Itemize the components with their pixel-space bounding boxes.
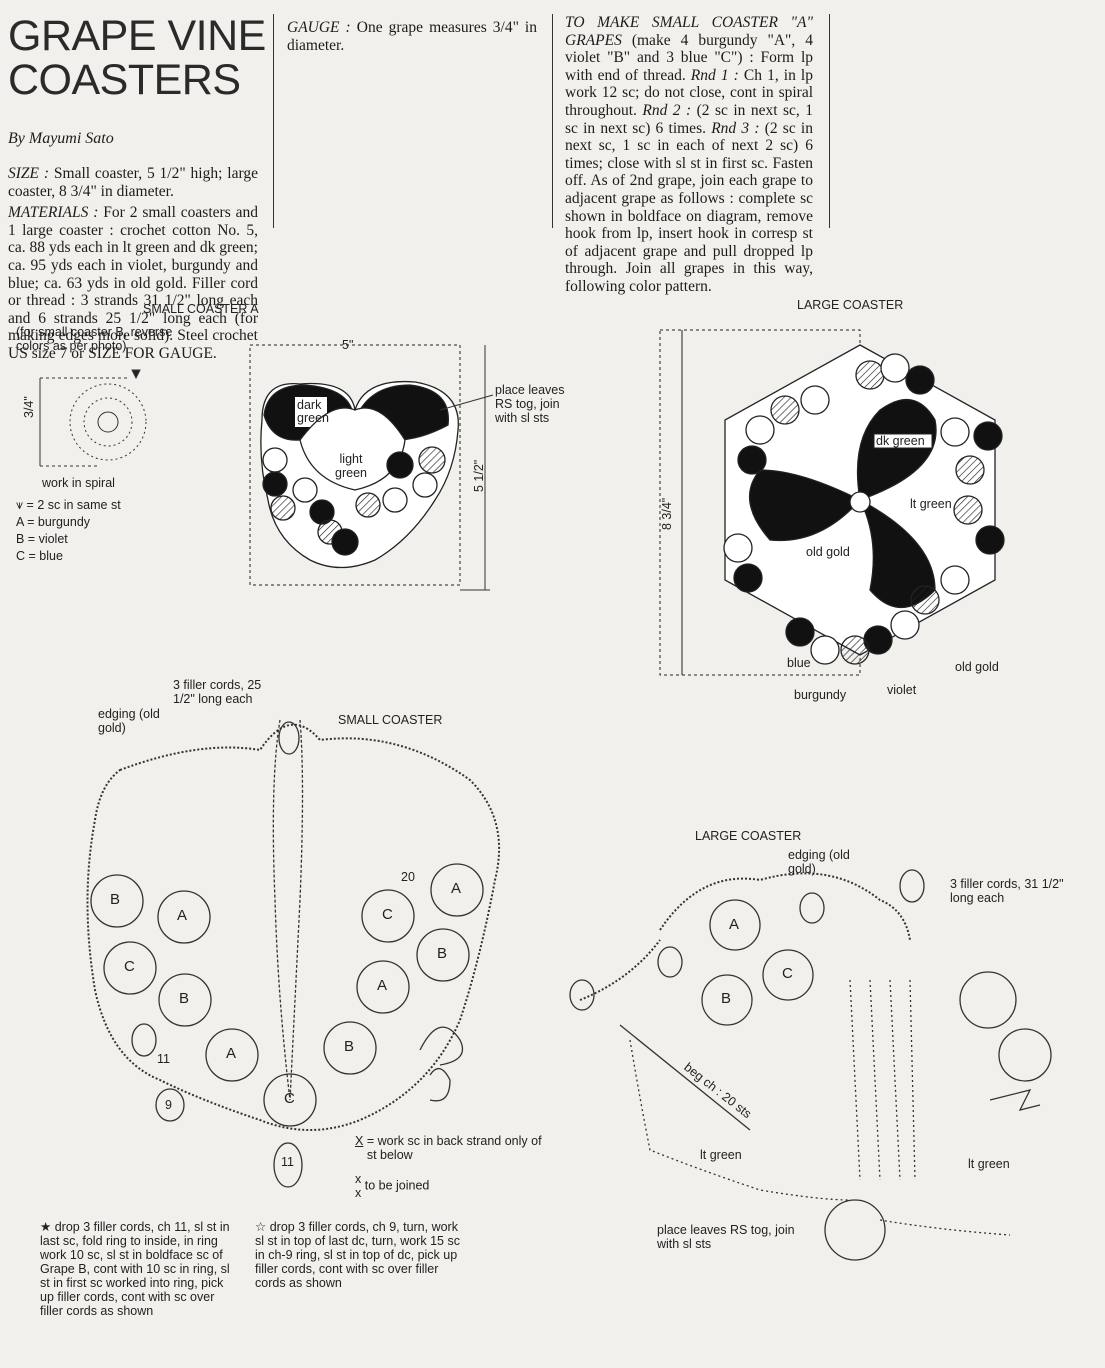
outline-star-icon: ☆	[255, 1220, 267, 1234]
place-leaves-label-a: place leaves RS tog, join with sl sts	[495, 383, 565, 425]
text-column-3: TO MAKE SMALL COASTER "A" GRAPES (make 4…	[565, 14, 813, 296]
large-coaster-chart-title: LARGE COASTER	[695, 829, 802, 843]
small-coaster-a-illustration	[249, 344, 461, 586]
back-strand-symbol-icon: X	[355, 1134, 364, 1148]
large-height-label: 8 3/4"	[660, 497, 674, 530]
rnd2-label: Rnd 2 :	[642, 101, 692, 119]
make-label: TO MAKE SMALL COASTER "A" GRAPES	[565, 14, 813, 49]
spiral-label: work in spiral	[42, 476, 115, 490]
filler-cords-label-large: 3 filler cords, 31 1/2" long each	[950, 877, 1064, 905]
column-divider	[273, 14, 274, 228]
gauge-text: One grape measures 3/4" in diameter.	[287, 19, 537, 54]
size-label: SIZE :	[8, 165, 50, 182]
grape-letter: A	[226, 1045, 237, 1062]
large-coaster-chart	[569, 869, 1052, 1261]
grape-letter: B	[437, 945, 448, 962]
coaster-b-note: (for small coaster B, reverse colors as …	[16, 325, 173, 353]
rnd2-text: (2 sc in next sc, 1 sc in next sc) 6 tim…	[565, 101, 813, 137]
column-divider	[829, 14, 830, 228]
small-coaster-chart	[86, 719, 501, 1188]
page-title: GRAPE VINE COASTERS	[8, 14, 268, 102]
lt-green-label-large-1: lt green	[700, 1148, 742, 1162]
filled-star-icon: ★	[40, 1220, 52, 1234]
text-column-2: GAUGE : One grape measures 3/4" in diame…	[287, 14, 537, 54]
grape-letter: B	[721, 990, 732, 1007]
filler-cords-label-small: 3 filler cords, 25 1/2" long each	[173, 678, 262, 706]
old-gold-label-2: old gold	[955, 660, 999, 674]
lt-green-label-large-2: lt green	[968, 1157, 1010, 1171]
outline-star-note: ☆ drop 3 filler cords, ch 9, turn, work …	[255, 1220, 460, 1290]
edging-label-large: edging (old gold)	[788, 848, 850, 876]
ring-count-11-bottom: 11	[281, 1155, 294, 1169]
make-text: (make 4 burgundy "A", 4 violet "B" and 3…	[565, 31, 813, 84]
dk-green-label: dk green	[876, 434, 925, 448]
filled-star-note: ★ drop 3 filler cords, ch 11, sl st in l…	[40, 1220, 230, 1318]
old-gold-label-1: old gold	[806, 545, 850, 559]
grape-letter: C	[284, 1090, 295, 1107]
grape-letter: A	[177, 907, 188, 924]
key-back-strand: X = work sc in back strand only of st be…	[355, 1134, 542, 1162]
dark-green-label: dark green	[297, 398, 329, 425]
ring-count-9: 9	[165, 1098, 172, 1112]
grape-letter: C	[782, 965, 793, 982]
rnd3-text: (2 sc in next sc, 1 sc in each of next 2…	[565, 119, 813, 295]
height-label: 5 1/2"	[472, 459, 486, 492]
grape-letter: B	[179, 990, 190, 1007]
byline: By Mayumi Sato	[8, 130, 114, 147]
legend-burgundy: A = burgundy	[16, 515, 91, 529]
large-coaster-title-top: LARGE COASTER	[797, 298, 904, 312]
grape-size-label: 3/4"	[22, 396, 36, 418]
text-column-1: SIZE : Small coaster, 5 1/2" high; large…	[8, 165, 258, 363]
materials-text: For 2 small coasters and 1 large coaster…	[8, 204, 258, 362]
grape-letter: A	[451, 880, 462, 897]
grape-letter: B	[344, 1038, 355, 1055]
stitch-count-20: 20	[401, 870, 415, 884]
place-leaves-label-large: place leaves RS tog, join with sl sts	[657, 1223, 795, 1251]
rnd1-text: Ch 1, in lp work 12 sc; do not close, co…	[565, 66, 813, 119]
large-coaster-illustration	[659, 329, 1005, 676]
edging-label-small: edging (old gold)	[98, 707, 160, 735]
materials-label: MATERIALS :	[8, 204, 99, 222]
gauge-label: GAUGE :	[287, 19, 351, 36]
two-sc-symbol-icon: ⩛	[16, 498, 24, 512]
width-5-label: 5"	[342, 338, 354, 352]
legend-blue: C = blue	[16, 549, 63, 563]
burgundy-label: burgundy	[794, 688, 847, 702]
column-divider	[552, 14, 553, 228]
grape-letter: A	[377, 977, 388, 994]
legend-2sc: ⩛ = 2 sc in same st	[16, 498, 121, 512]
grape-letter: B	[110, 891, 121, 908]
color-legend: ⩛ = 2 sc in same st A = burgundy B = vio…	[16, 497, 121, 565]
rnd1-label: Rnd 1 :	[690, 66, 739, 84]
ring-count-11-left: 11	[157, 1052, 170, 1066]
grape-letter: A	[729, 916, 740, 933]
spiral-grape-diagram	[39, 369, 147, 467]
rnd3-label: Rnd 3 :	[711, 119, 760, 137]
grape-letter: C	[382, 906, 393, 923]
dimension-lines-a	[439, 345, 494, 591]
violet-label: violet	[887, 683, 917, 697]
small-coaster-chart-title: SMALL COASTER	[338, 713, 443, 727]
blue-label: blue	[787, 656, 811, 670]
title-line-1: GRAPE VINE	[8, 12, 266, 60]
grape-letter: C	[124, 958, 135, 975]
size-text: Small coaster, 5 1/2" high; large coaste…	[8, 165, 258, 200]
legend-violet: B = violet	[16, 532, 68, 546]
small-coaster-a-title: SMALL COASTER A	[143, 302, 259, 316]
light-green-label: light green	[335, 452, 367, 480]
lt-green-label: lt green	[910, 497, 952, 511]
title-line-2: COASTERS	[8, 56, 241, 104]
